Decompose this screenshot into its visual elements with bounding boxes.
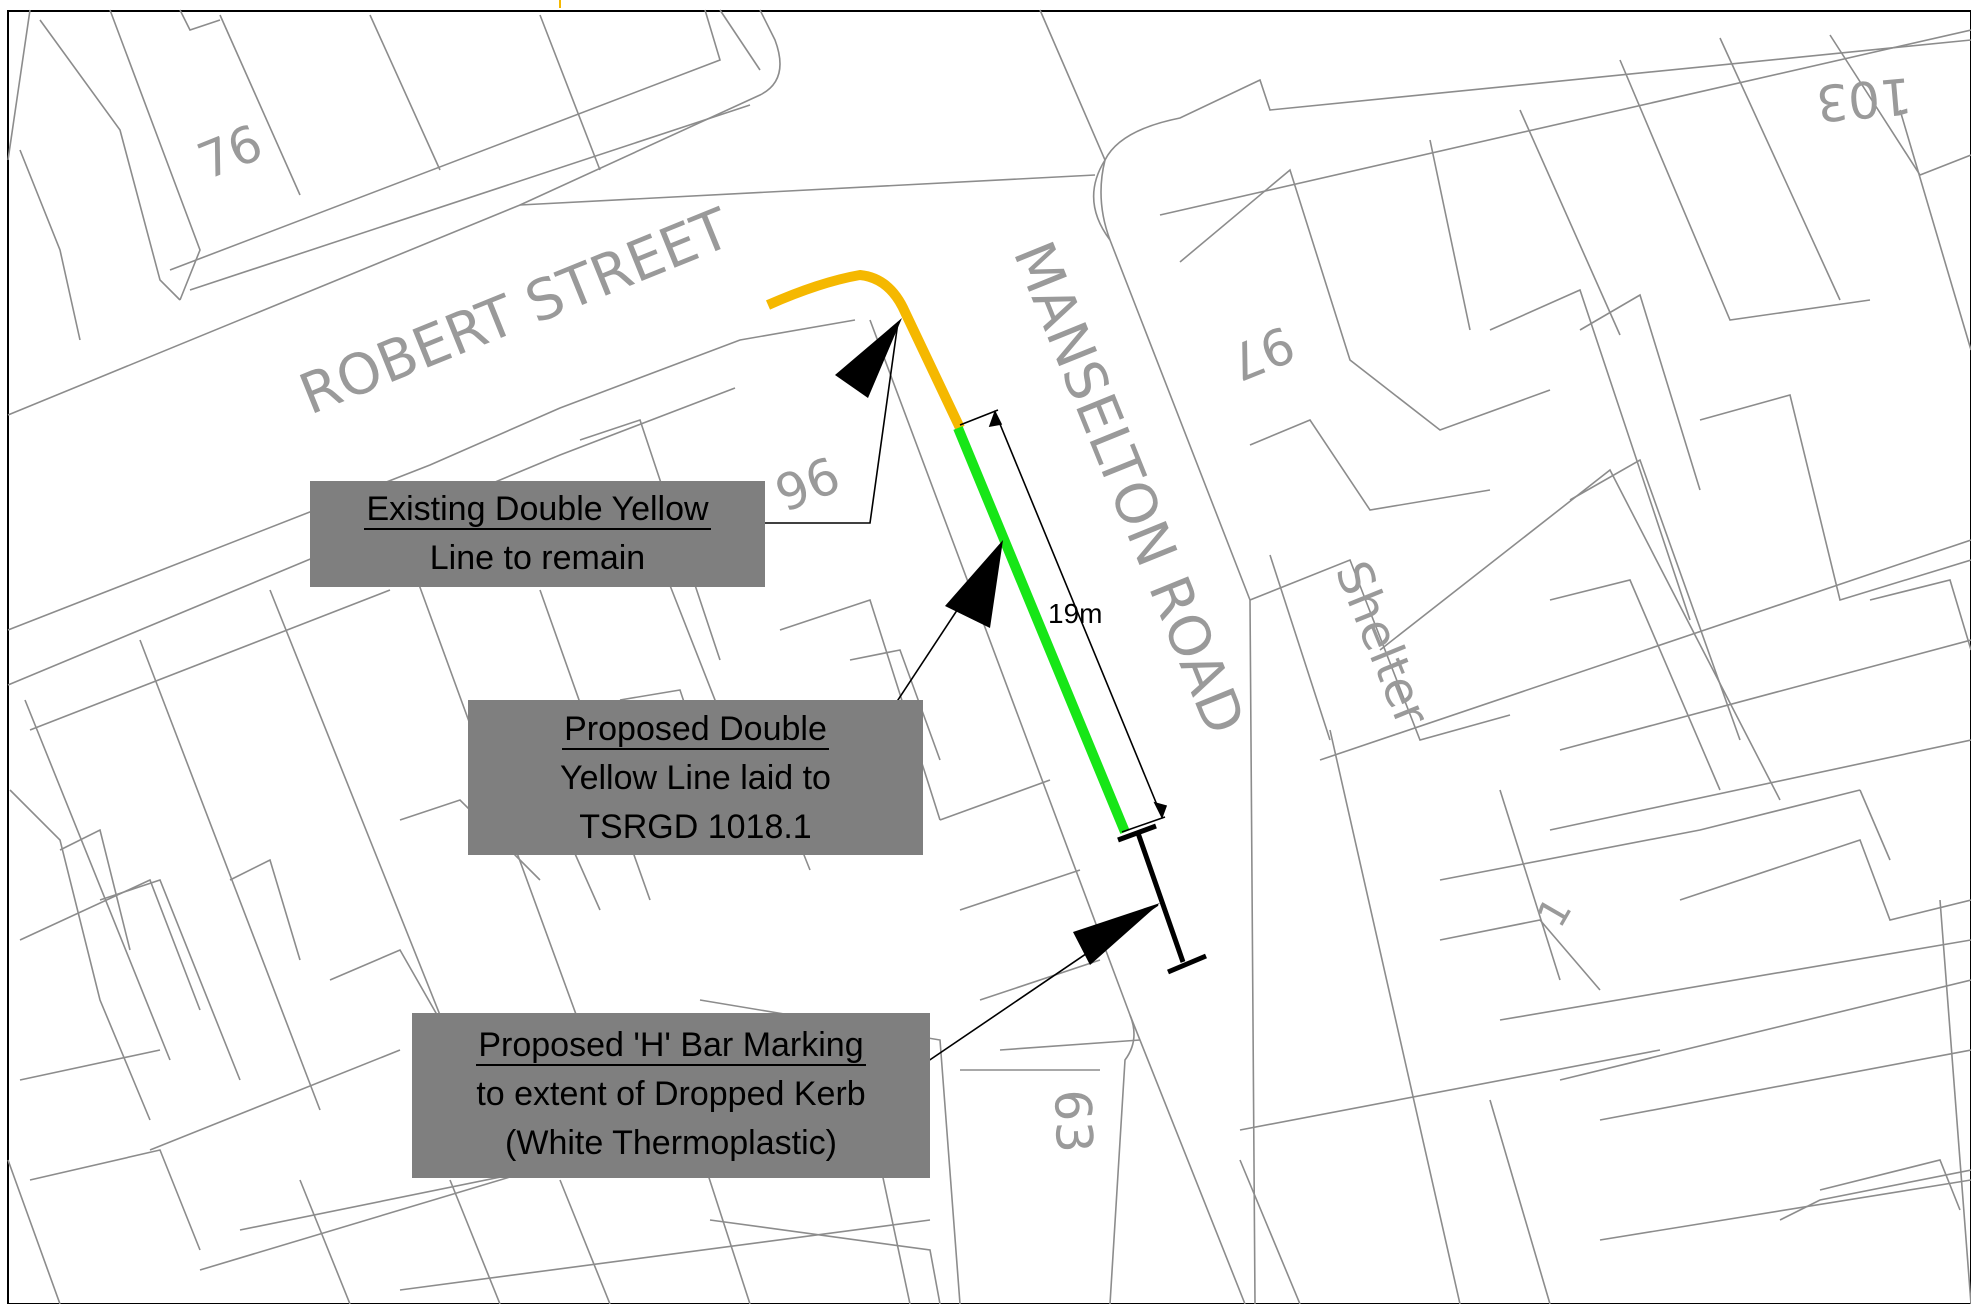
base-map-lines bbox=[7, 9, 1971, 1304]
proposed-double-yellow-line bbox=[953, 426, 1130, 834]
leader-h-bar bbox=[911, 903, 1160, 1073]
shelter-label: Shelter bbox=[1324, 554, 1440, 735]
leader-existing bbox=[755, 318, 902, 524]
house-number-76: 76 bbox=[190, 114, 271, 192]
house-number-96: 96 bbox=[767, 444, 848, 522]
callout-existing-double-yellow: Existing Double Yellow Line to remain bbox=[310, 481, 765, 587]
h-bar-marking bbox=[1117, 823, 1207, 975]
callout-proposed-double-yellow: Proposed Double Yellow Line laid to TSRG… bbox=[468, 700, 923, 855]
callout-proposed-line1: Proposed Double bbox=[562, 710, 829, 750]
map-frame bbox=[7, 10, 1971, 1304]
house-number-97: 97 bbox=[1222, 314, 1303, 392]
callout-existing-line1: Existing Double Yellow bbox=[364, 490, 711, 530]
callout-hbar-line3: (White Thermoplastic) bbox=[505, 1124, 837, 1162]
callout-existing-line2: Line to remain bbox=[429, 539, 646, 577]
dimension-label: 19m bbox=[1048, 598, 1102, 629]
house-number-63: 63 bbox=[1043, 1088, 1103, 1154]
street-name-manselton-road: MANSELTON ROAD bbox=[1000, 233, 1257, 744]
callout-proposed-line3: TSRGD 1018.1 bbox=[579, 808, 812, 846]
existing-double-yellow-line bbox=[765, 269, 965, 431]
house-number-103: 103 bbox=[1814, 66, 1914, 132]
dimension-19m bbox=[959, 409, 1168, 833]
callout-h-bar-marking: Proposed 'H' Bar Marking to extent of Dr… bbox=[412, 1013, 930, 1178]
callout-hbar-line2: to extent of Dropped Kerb bbox=[476, 1075, 866, 1113]
callout-hbar-line1: Proposed 'H' Bar Marking bbox=[476, 1026, 866, 1066]
callout-proposed-line2: Yellow Line laid to bbox=[560, 759, 831, 797]
house-number-1: 1 bbox=[1529, 890, 1582, 935]
street-name-robert-street: ROBERT STREET bbox=[291, 196, 740, 428]
